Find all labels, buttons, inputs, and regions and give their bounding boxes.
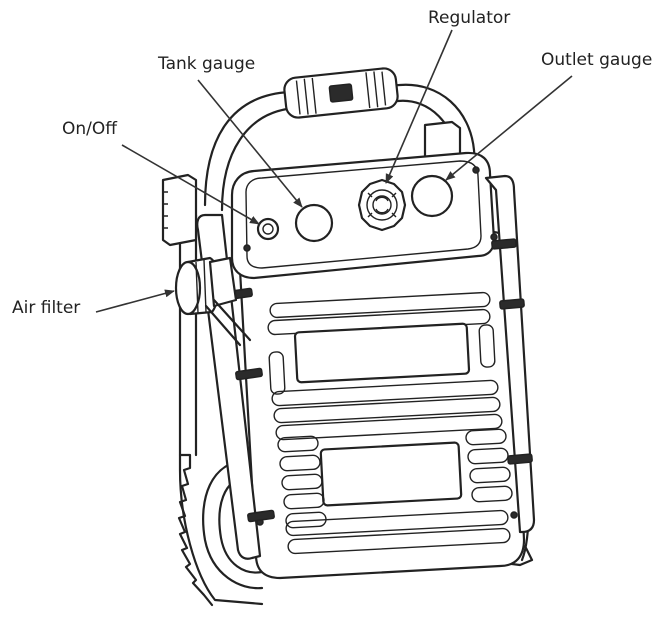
- regulator-knob: [357, 178, 407, 232]
- tank-gauge-leader: [197, 79, 303, 208]
- leader-lines: [95, 29, 573, 313]
- vent-panel: [267, 291, 513, 555]
- regulator-leader: [385, 29, 453, 184]
- controls: [256, 174, 454, 243]
- air-filter-label: Air filter: [12, 298, 81, 318]
- outlet-gauge-leader: [445, 75, 573, 181]
- air-filter-leader: [95, 289, 175, 313]
- on-off-leader: [121, 144, 260, 225]
- carry-handle: [203, 67, 478, 212]
- on-off-label: On/Off: [62, 119, 117, 139]
- on-off-switch: [256, 217, 280, 241]
- tank-gauge-label: Tank gauge: [158, 54, 256, 74]
- outlet-gauge-label: Outlet gauge: [541, 50, 653, 70]
- regulator-label: Regulator: [428, 8, 511, 28]
- air-filter: [174, 256, 252, 347]
- tank-gauge: [294, 203, 334, 243]
- outlet-gauge: [410, 174, 454, 218]
